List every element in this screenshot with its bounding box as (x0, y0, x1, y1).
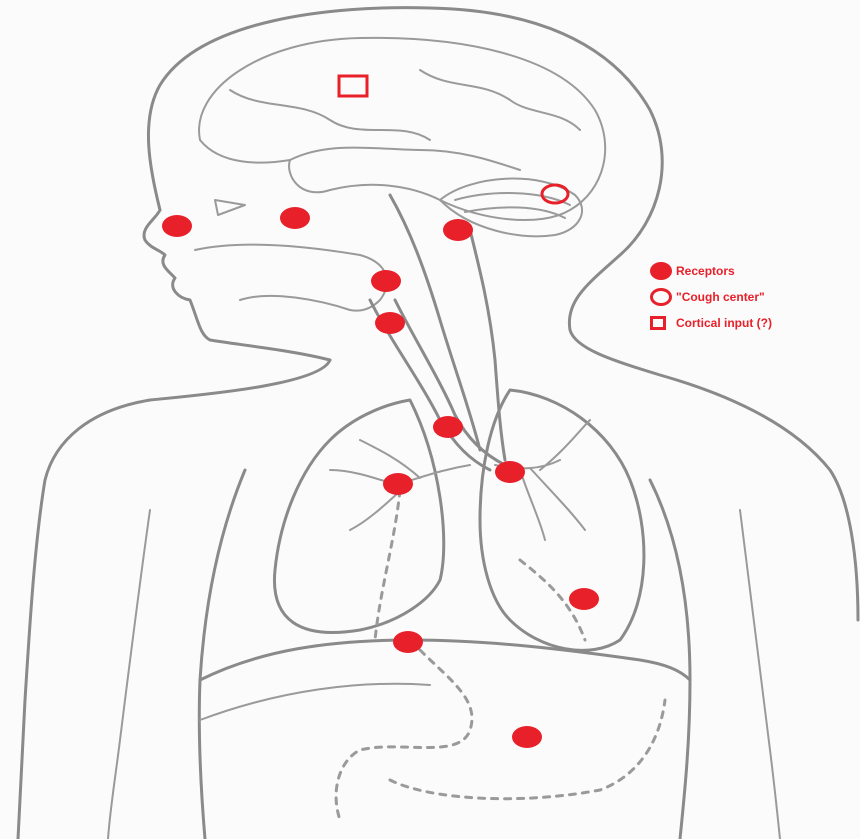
legend-label: "Cough center" (676, 290, 765, 304)
left-shoulder (18, 360, 330, 839)
receptor-larynx (375, 312, 405, 334)
brain-fold-2 (420, 70, 580, 130)
filled-dot-icon (650, 262, 676, 280)
receptor-pericardium (569, 588, 599, 610)
receptor-trachea (433, 416, 463, 438)
square-icon (650, 316, 676, 330)
receptor-pharynx (371, 270, 401, 292)
right-arm-inner (740, 510, 780, 839)
receptor-right-bronchus (383, 473, 413, 495)
receptor-sinus (280, 207, 310, 229)
legend-item-cortical-input: Cortical input (?) (650, 310, 772, 336)
cough-center-marker (542, 185, 568, 203)
left-lung (480, 390, 644, 650)
brain-outline (199, 38, 605, 220)
abdomen-line (200, 684, 430, 720)
stomach-outline (336, 650, 472, 820)
legend: Receptors "Cough center" Cortical input … (650, 258, 772, 336)
brain-fold-3 (290, 148, 520, 171)
nasal-cavity (215, 200, 245, 215)
receptor-stomach (512, 726, 542, 748)
receptor-left-bronchus (495, 461, 525, 483)
right-lung (274, 400, 443, 633)
ring-icon (650, 288, 676, 306)
receptor-nose (162, 215, 192, 237)
torso-left (199, 470, 245, 839)
receptor-diaphragm (393, 631, 423, 653)
legend-item-receptors: Receptors (650, 258, 772, 284)
legend-label: Cortical input (?) (676, 316, 772, 330)
stomach-lower (390, 700, 665, 799)
left-arm-inner (108, 510, 150, 839)
torso-right (650, 480, 690, 839)
cerebellum-stripe-2 (465, 207, 565, 218)
legend-label: Receptors (676, 264, 735, 278)
oral-cavity (195, 245, 387, 311)
diaphragm (200, 640, 690, 680)
legend-item-cough-center: "Cough center" (650, 284, 772, 310)
cortical-input-marker (339, 76, 367, 96)
spinal-column (470, 230, 505, 460)
brain-fold-1 (230, 90, 430, 140)
receptor-ear-canal (443, 219, 473, 241)
